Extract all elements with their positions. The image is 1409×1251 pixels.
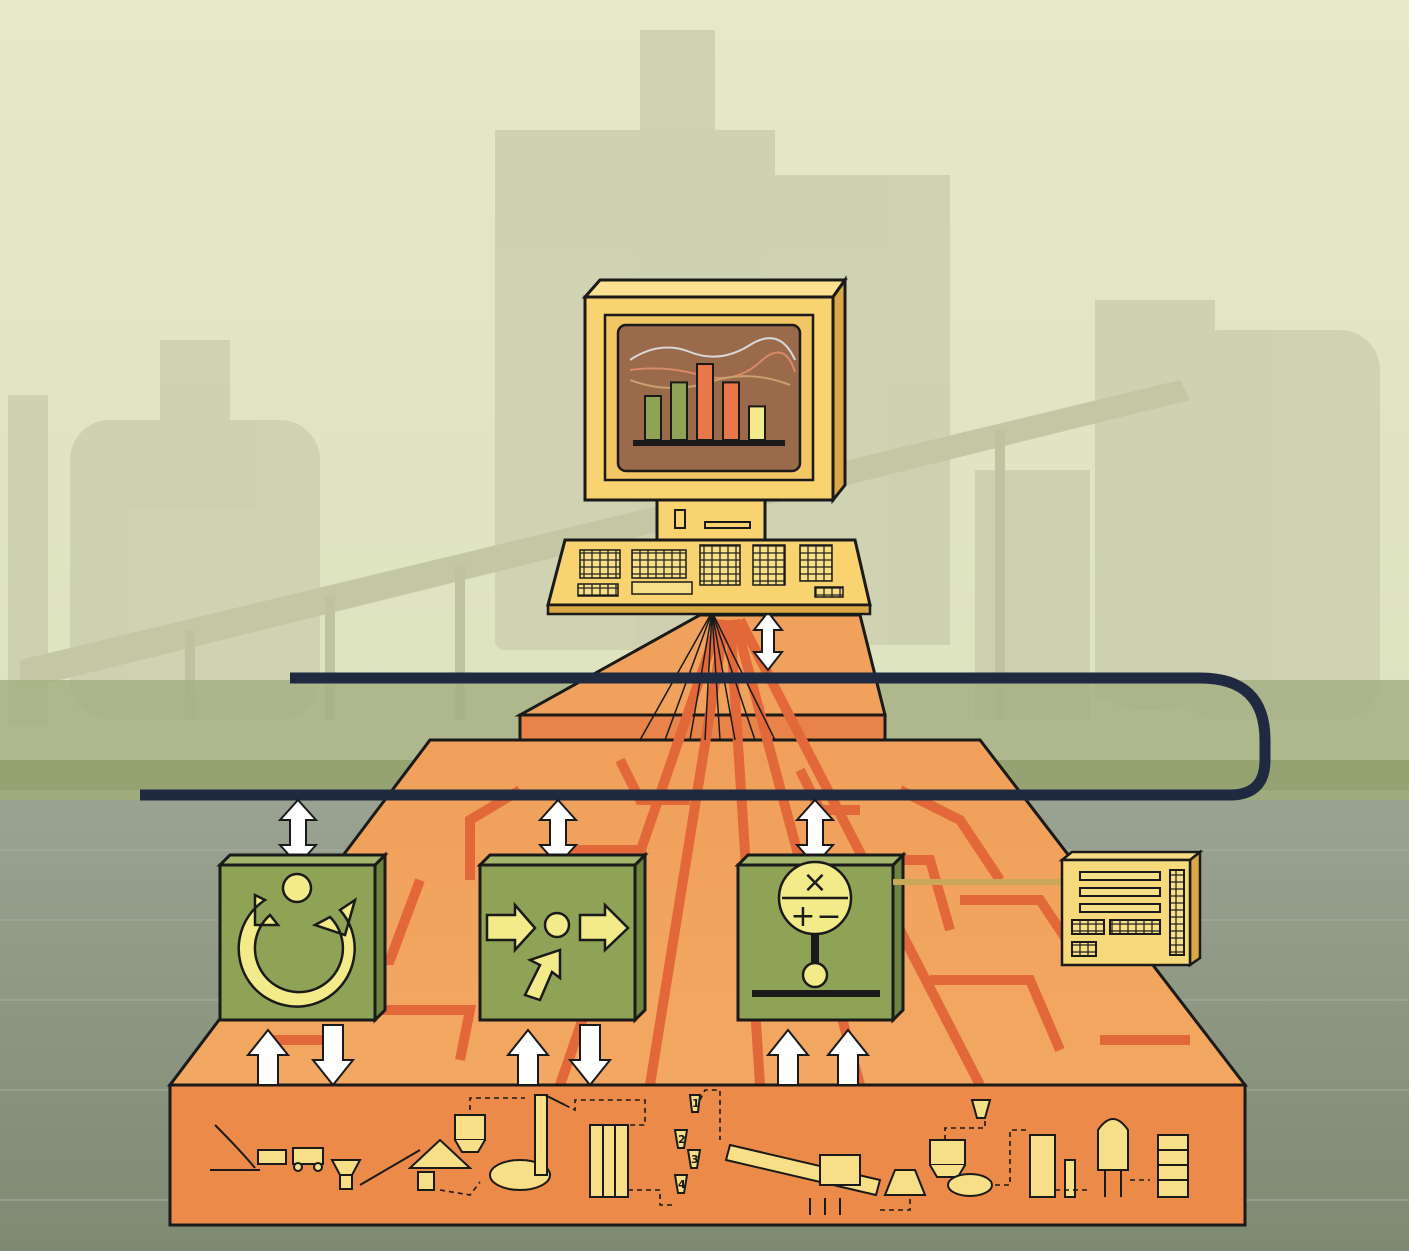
minus-symbol: − (816, 899, 841, 934)
loading-silo-icon (1098, 1119, 1128, 1170)
blending-silo-icon (590, 1125, 628, 1197)
clinker-silos-icon (930, 1140, 965, 1165)
control-cabinet (1062, 852, 1200, 965)
computer-workstation (548, 280, 870, 614)
dump-truck-icon (293, 1148, 323, 1164)
screen-bar-3 (697, 364, 713, 440)
monitor-base (657, 500, 765, 540)
keyboard-icon (548, 540, 870, 614)
flow-routing-module (480, 855, 645, 1020)
packing-building-icon (1065, 1160, 1075, 1197)
screen-bar-5 (749, 406, 765, 440)
excavator-icon (258, 1150, 286, 1164)
screen-bar-1 (645, 396, 661, 440)
multiply-symbol: × (802, 865, 827, 900)
calculation-module: × + − (738, 855, 903, 1020)
plus-symbol: + (790, 899, 815, 934)
cement-mill-icon (948, 1174, 992, 1196)
step-1-label: 1 (692, 1097, 700, 1110)
screen-bar-baseline (633, 440, 785, 446)
step-3-label: 3 (691, 1153, 699, 1166)
cement-silo-icon (1030, 1135, 1055, 1197)
platform-front (170, 1085, 1245, 1225)
screen-bar-4 (723, 382, 739, 440)
step-4-label: 4 (678, 1178, 686, 1191)
raw-material-silos-icon (455, 1115, 485, 1140)
screen-bar-2 (671, 382, 687, 440)
control-loop-module (220, 855, 385, 1020)
computer-monitor-icon (585, 280, 845, 500)
step-2-label: 2 (678, 1133, 686, 1146)
